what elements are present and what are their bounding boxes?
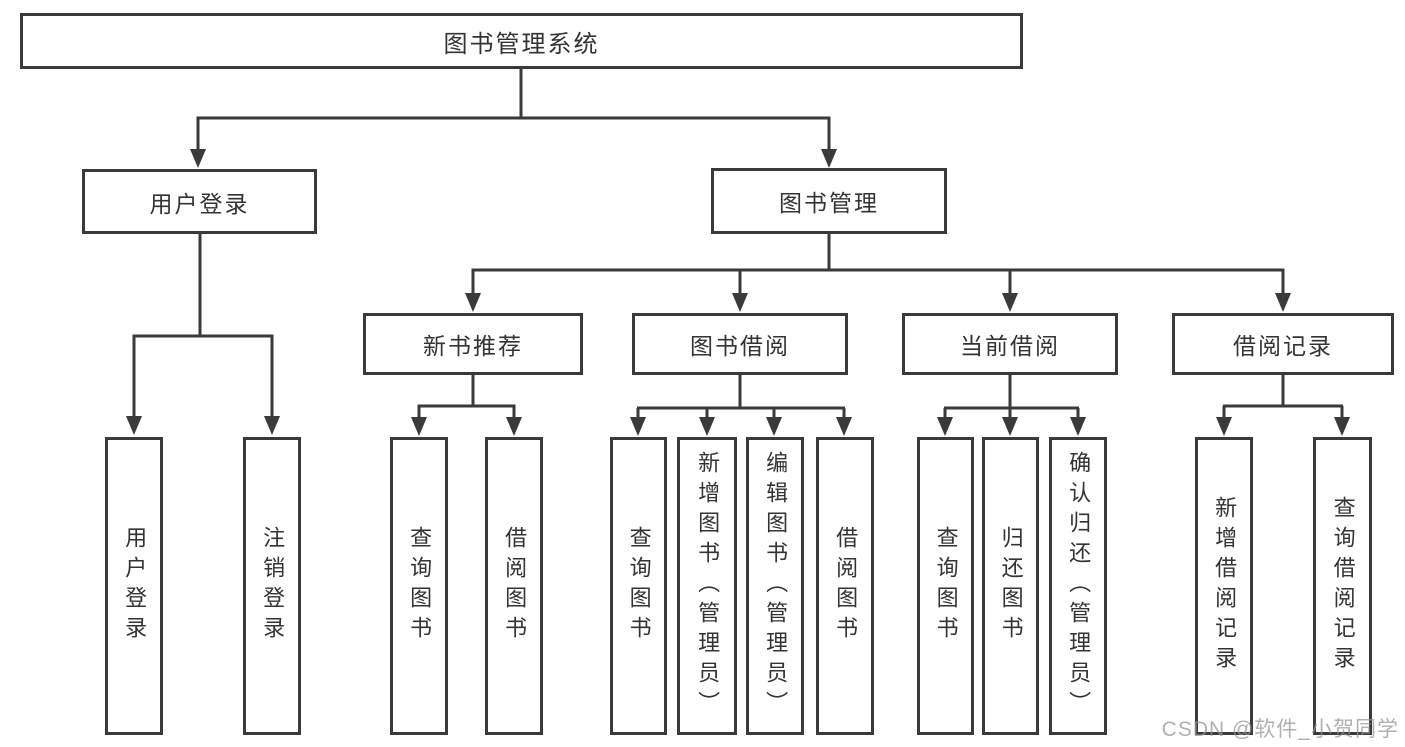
leaf-borrow-books-recommend: 借阅图书 (485, 437, 543, 735)
node-label: 新书推荐 (423, 333, 523, 359)
node-label: 查询图书 (626, 526, 652, 646)
node-label: 借阅图书 (833, 526, 859, 646)
node-label: 确认归还（管理员） (1066, 451, 1092, 721)
leaf-confirm-return-admin: 确认归还（管理员） (1049, 437, 1107, 735)
leaf-query-books-borrow: 查询图书 (610, 437, 667, 735)
node-borrowing-records: 借阅记录 (1172, 313, 1394, 375)
leaf-borrow-books: 借阅图书 (816, 437, 874, 735)
node-label: 借阅图书 (502, 526, 528, 646)
leaf-edit-book-admin: 编辑图书（管理员） (746, 437, 804, 735)
node-label: 用户登录 (122, 526, 148, 646)
leaf-query-books-current: 查询图书 (917, 437, 974, 735)
node-book-management: 图书管理 (711, 168, 947, 234)
leaf-logout: 注销登录 (243, 437, 301, 735)
node-label: 查询借阅记录 (1330, 496, 1356, 676)
node-library-management-system: 图书管理系统 (20, 13, 1023, 69)
node-label: 新增图书（管理员） (695, 451, 721, 721)
watermark: CSDN @软件_小贺同学 (1161, 718, 1399, 741)
leaf-query-books-recommend: 查询图书 (390, 437, 448, 735)
node-new-book-recommendation: 新书推荐 (363, 313, 583, 375)
leaf-add-book-admin: 新增图书（管理员） (677, 437, 737, 735)
node-label: 图书管理系统 (443, 30, 600, 58)
node-label: 图书借阅 (690, 333, 790, 359)
node-user-login: 用户登录 (82, 169, 317, 234)
leaf-return-book: 归还图书 (982, 437, 1039, 735)
node-label: 用户登录 (149, 190, 250, 217)
node-label: 当前借阅 (960, 333, 1060, 359)
node-label: 新增借阅记录 (1212, 496, 1238, 676)
node-label: 图书管理 (779, 190, 879, 216)
node-label: 借阅记录 (1233, 333, 1333, 359)
leaf-query-borrow-record: 查询借阅记录 (1313, 437, 1372, 735)
node-book-borrowing: 图书借阅 (632, 313, 848, 375)
leaf-add-borrow-record: 新增借阅记录 (1195, 437, 1253, 735)
node-label: 归还图书 (998, 526, 1024, 646)
node-label: 查询图书 (407, 526, 433, 646)
leaf-user-login: 用户登录 (105, 437, 163, 735)
node-label: 编辑图书（管理员） (763, 451, 789, 721)
node-label: 注销登录 (260, 526, 286, 646)
node-label: 查询图书 (933, 526, 959, 646)
node-current-borrowing: 当前借阅 (902, 313, 1118, 375)
